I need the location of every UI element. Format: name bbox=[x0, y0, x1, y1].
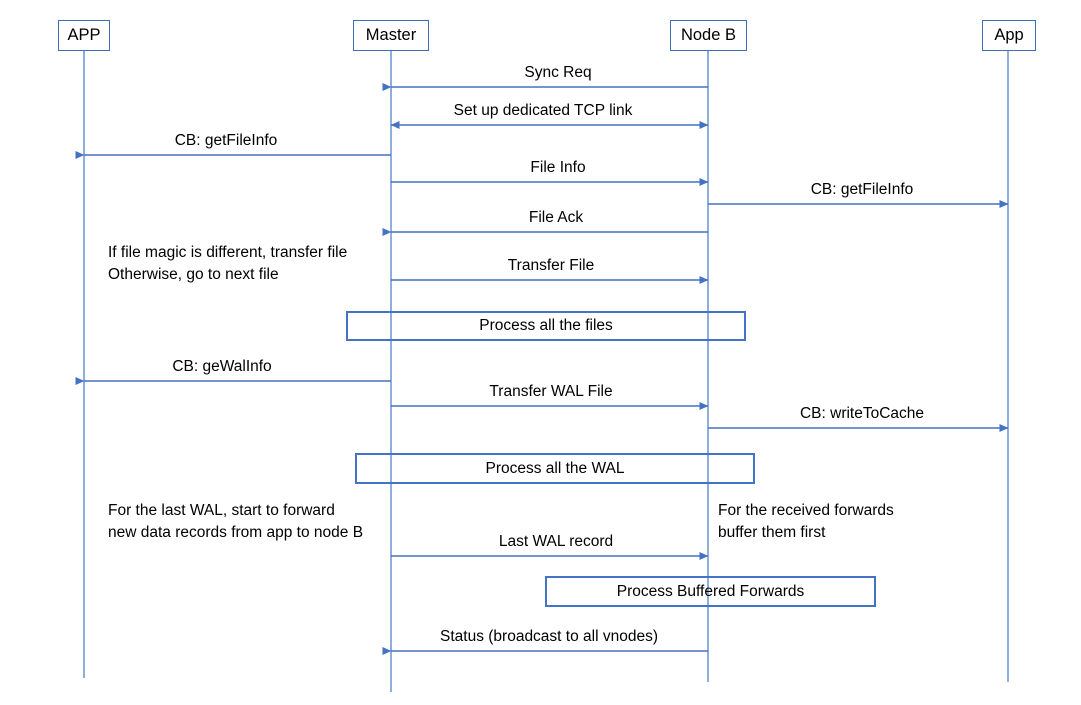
note-n1: If file magic is different, transfer fil… bbox=[108, 244, 348, 283]
message-label-m6: File Ack bbox=[528, 209, 584, 226]
process-box-label-p1: Process all the files bbox=[479, 317, 613, 334]
note-n3: For the received forwards buffer them fi… bbox=[718, 502, 894, 541]
message-label-m11: Last WAL record bbox=[498, 533, 614, 550]
message-label-m3: CB: getFileInfo bbox=[174, 132, 278, 149]
message-label-m8: CB: geWalInfo bbox=[172, 358, 272, 375]
message-label-m12: Status (broadcast to all vnodes) bbox=[440, 628, 658, 645]
message-arrows-group bbox=[75, 83, 1009, 655]
actor-label-node_b: Node B bbox=[680, 26, 737, 44]
actor-label-master: Master bbox=[365, 26, 417, 44]
process-box-p1[interactable]: Process all the files bbox=[346, 311, 746, 341]
process-box-label-p2: Process all the WAL bbox=[485, 459, 625, 477]
note-n2: For the last WAL, start to forward new d… bbox=[108, 502, 364, 541]
message-label-m5: CB: getFileInfo bbox=[810, 181, 914, 198]
actor-box-app_right[interactable]: App bbox=[982, 20, 1036, 51]
message-label-m9: Transfer WAL File bbox=[489, 383, 613, 400]
actor-box-app_left[interactable]: APP bbox=[58, 20, 110, 51]
message-label-m10: CB: writeToCache bbox=[799, 405, 925, 422]
lifelines-group bbox=[83, 51, 1009, 692]
message-label-m4: File Info bbox=[530, 159, 586, 176]
message-label-m1: Sync Req bbox=[524, 64, 592, 81]
actor-box-master[interactable]: Master bbox=[353, 20, 429, 51]
actor-label-app_right: App bbox=[994, 26, 1024, 44]
message-label-m7: Transfer File bbox=[507, 257, 595, 274]
process-box-label-p3: Process Buffered Forwards bbox=[616, 582, 805, 600]
process-box-p3[interactable]: Process Buffered Forwards bbox=[545, 576, 876, 607]
process-box-p2[interactable]: Process all the WAL bbox=[355, 453, 755, 484]
message-label-m2: Set up dedicated TCP link bbox=[453, 102, 633, 119]
actor-box-node_b[interactable]: Node B bbox=[670, 20, 747, 51]
actor-label-app_left: APP bbox=[67, 26, 101, 44]
